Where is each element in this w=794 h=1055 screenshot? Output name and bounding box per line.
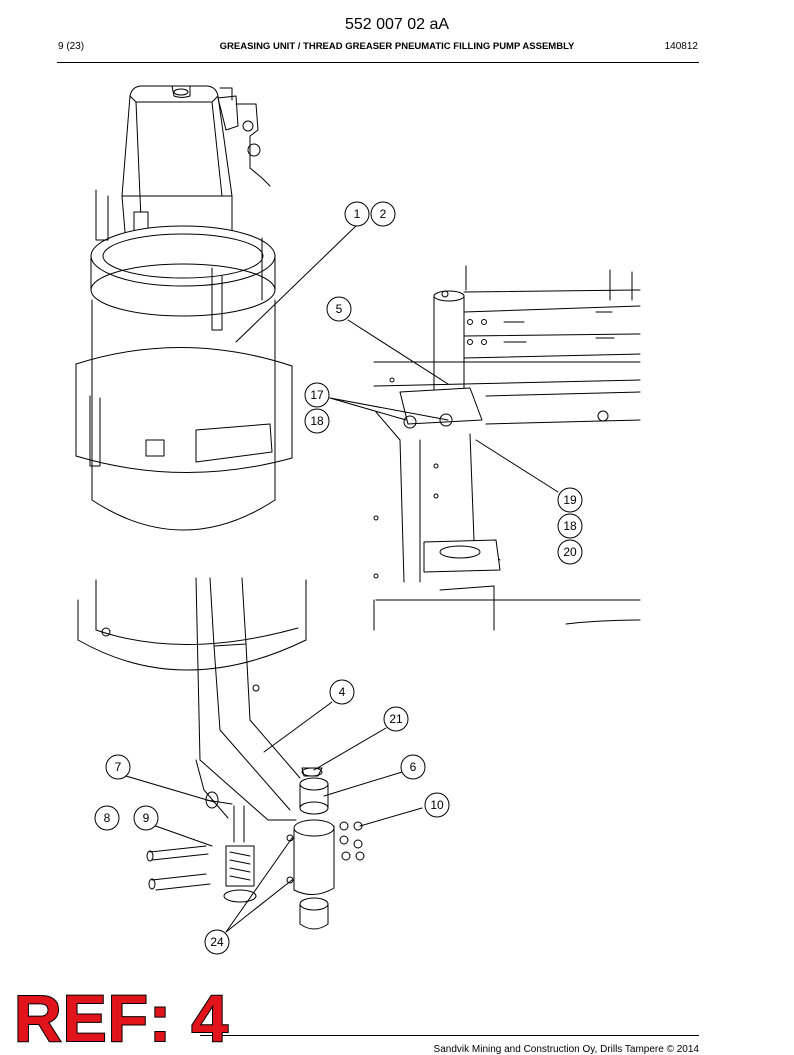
- callout-9: 9: [133, 805, 159, 831]
- lower-bracket-illustration: [146, 577, 365, 930]
- svg-text:4: 4: [339, 685, 346, 699]
- callout-18: 18: [304, 408, 330, 434]
- footer-rule: [200, 1035, 699, 1036]
- page-number: 9 (23): [58, 41, 85, 52]
- svg-text:18: 18: [563, 519, 577, 533]
- callout-24: 24: [204, 929, 230, 955]
- callout-20: 20: [557, 539, 583, 565]
- svg-text:7: 7: [115, 760, 122, 774]
- callout-7: 7: [105, 754, 131, 780]
- pump-assembly-illustration: [75, 85, 307, 671]
- svg-text:18: 18: [310, 414, 324, 428]
- callout-2: 2: [370, 201, 396, 227]
- callout-6: 6: [400, 754, 426, 780]
- footer-copyright: Sandvik Mining and Construction Oy, Dril…: [433, 1044, 699, 1055]
- svg-text:20: 20: [563, 545, 577, 559]
- svg-text:5: 5: [336, 302, 343, 316]
- header-rule: [57, 62, 699, 63]
- callouts: 1 2 5 17 18 19 18 20 4 21 7 6 8 9 10 24: [94, 201, 583, 955]
- callout-17: 17: [304, 382, 330, 408]
- leader-lines: [125, 223, 559, 933]
- callout-18b: 18: [557, 513, 583, 539]
- svg-text:1: 1: [354, 207, 361, 221]
- callout-5: 5: [326, 296, 352, 322]
- svg-text:6: 6: [410, 760, 417, 774]
- callout-21: 21: [383, 706, 409, 732]
- document-date: 140812: [664, 41, 698, 52]
- svg-text:2: 2: [380, 207, 387, 221]
- svg-text:8: 8: [104, 811, 111, 825]
- svg-text:9: 9: [143, 811, 150, 825]
- document-number: 552 007 02 aA: [344, 16, 450, 33]
- ref-stamp: REF: 4: [13, 981, 230, 1055]
- callout-8: 8: [94, 805, 120, 831]
- callout-10: 10: [424, 792, 450, 818]
- svg-text:17: 17: [310, 388, 324, 402]
- svg-text:24: 24: [210, 935, 224, 949]
- callout-19: 19: [557, 487, 583, 513]
- frame-bracket-illustration: [373, 265, 641, 631]
- svg-text:19: 19: [563, 493, 577, 507]
- svg-text:10: 10: [430, 798, 444, 812]
- callout-1: 1: [344, 201, 370, 227]
- page-title: GREASING UNIT / THREAD GREASER PNEUMATIC…: [219, 41, 575, 52]
- svg-text:21: 21: [389, 712, 403, 726]
- callout-4: 4: [329, 679, 355, 705]
